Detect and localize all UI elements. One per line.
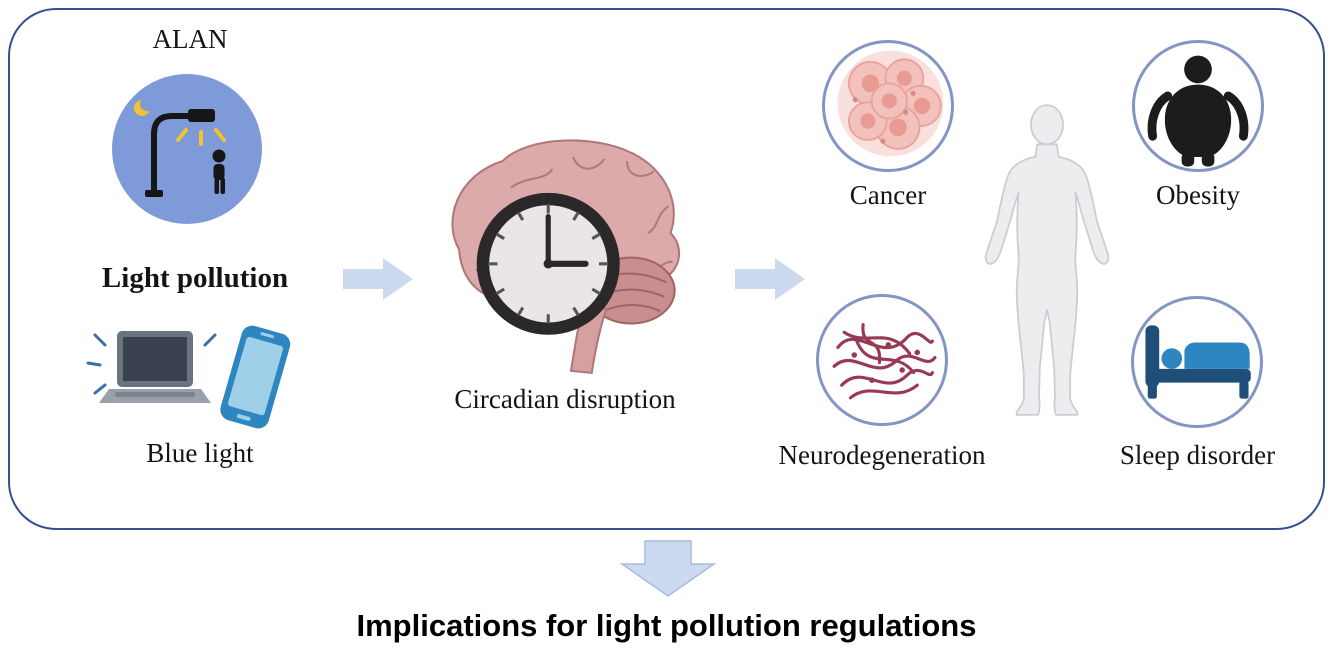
neurodegeneration-badge — [816, 294, 948, 426]
neurodegeneration-label: Neurodegeneration — [778, 440, 986, 470]
cancer-label: Cancer — [849, 180, 927, 210]
human-body-wrap — [958, 84, 1136, 436]
laptop-wrap — [85, 325, 225, 425]
light-pollution-label: Light pollution — [101, 262, 289, 294]
cancer-badge — [822, 40, 954, 172]
conclusion-title: Implications for light pollution regulat… — [356, 608, 977, 643]
laptop-icon — [86, 331, 217, 403]
obese-person-icon — [1147, 55, 1249, 167]
smartphone-icon — [220, 325, 291, 429]
down-arrow-icon — [620, 540, 716, 597]
brain-clock-icon — [451, 139, 681, 374]
blue-light-label: Blue light — [146, 438, 254, 468]
right-arrow-icon — [735, 258, 805, 300]
alan-label: ALAN — [152, 24, 228, 54]
street-lamp-icon — [134, 97, 226, 197]
sleep-disorder-badge — [1131, 296, 1263, 428]
circadian-disruption-label: Circadian disruption — [454, 384, 676, 414]
obesity-label: Obesity — [1156, 180, 1240, 210]
brain-wrap — [428, 126, 713, 378]
obesity-badge — [1132, 40, 1264, 172]
alan-streetlamp-badge — [112, 74, 262, 224]
arrow-2-wrap — [735, 256, 807, 302]
human-body-icon — [984, 104, 1110, 416]
sleep-disorder-label: Sleep disorder — [1119, 440, 1276, 470]
down-arrow-wrap — [620, 540, 716, 598]
phone-wrap — [211, 319, 299, 436]
arrow-1-wrap — [343, 256, 415, 302]
right-arrow-icon — [343, 258, 413, 300]
cancer-cells-icon — [837, 50, 944, 157]
sleep-bed-icon — [1145, 325, 1251, 399]
neuron-tangles-icon — [832, 323, 937, 400]
